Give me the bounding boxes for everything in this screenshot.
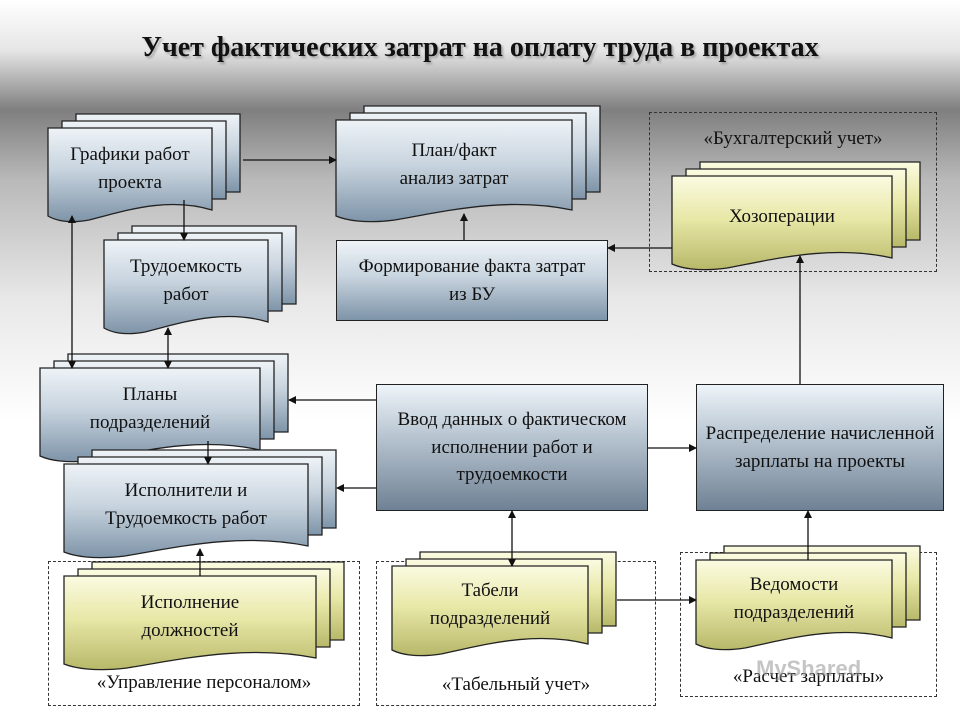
positions-doc-line-1: Исполнение — [140, 592, 240, 614]
statements-doc-text: Ведомости подразделений — [696, 562, 892, 636]
planfact-doc-line-2: анализ затрат — [399, 168, 509, 189]
planfact-doc-text: План/факт анализ затрат — [336, 122, 572, 208]
labor-doc-line-2: работ — [163, 284, 209, 305]
schedule-doc-line-2: проекта — [98, 172, 162, 193]
schedule-doc-line-1: Графики работ — [70, 144, 190, 166]
plans-doc-text: Планы подразделений — [40, 370, 260, 448]
group-accounting — [649, 112, 937, 272]
planfact-doc-line-1: План/факт — [411, 140, 497, 162]
executors-doc-line-2: Трудоемкость работ — [105, 508, 267, 529]
group-payroll-label: «Расчет зарплаты» — [732, 666, 885, 687]
plans-doc-line-1: Планы — [122, 384, 178, 406]
positions-doc-sheet-3 — [63, 575, 317, 671]
group-personnel-label: «Управление персоналом» — [96, 672, 312, 693]
executors-doc-sheet-3 — [63, 463, 309, 559]
positions-doc-line-2: должностей — [141, 620, 239, 641]
distribution-text: Распределение начисленной зарплаты на пр… — [705, 422, 935, 472]
timesheets-doc-text: Табели подразделений — [392, 568, 588, 642]
operations-doc-line-1: Хозоперации — [729, 206, 835, 228]
labor-doc-line-1: Трудоемкость — [130, 256, 242, 278]
group-timesheet-label: «Табельный учет» — [441, 674, 591, 695]
forming-fact-box: Формирование факта затрат из БУ — [336, 240, 608, 321]
diagram-title: Учет фактических затрат на оплату труда … — [141, 32, 819, 63]
statements-doc-line-2: подразделений — [733, 602, 855, 623]
operations-doc-sheet-3 — [671, 175, 893, 271]
executors-doc-text: Исполнители и Трудоемкость работ — [64, 466, 308, 544]
labor-doc-sheet-3 — [103, 239, 269, 335]
executors-doc-line-1: Исполнители и — [124, 480, 248, 502]
operations-doc-text: Хозоперации — [672, 178, 892, 256]
planfact-doc-sheet-3 — [335, 119, 573, 223]
timesheets-doc-sheet-3 — [391, 565, 589, 657]
timesheets-doc-line-2: подразделений — [429, 608, 551, 629]
positions-doc-text: Исполнение должностей — [64, 578, 316, 656]
watermark-logo: MyShared — [756, 656, 862, 681]
data-input-text: Ввод данных о фактическом исполнении раб… — [397, 409, 627, 486]
statements-doc-line-1: Ведомости — [749, 574, 839, 596]
data-input-box: Ввод данных о фактическом исполнении раб… — [376, 384, 648, 511]
distribution-box: Распределение начисленной зарплаты на пр… — [696, 384, 944, 511]
forming-fact-text: Формирование факта затрат из БУ — [358, 255, 586, 305]
group-accounting-label: «Бухгалтерский учет» — [703, 128, 883, 149]
labor-doc-text: Трудоемкость работ — [104, 242, 268, 320]
schedule-doc-text: Графики работ проекта — [48, 130, 212, 208]
statements-doc-sheet-3 — [695, 559, 893, 651]
timesheets-doc-line-1: Табели — [461, 580, 519, 602]
plans-doc-line-2: подразделений — [89, 412, 211, 433]
schedule-doc-sheet-3 — [47, 127, 213, 223]
